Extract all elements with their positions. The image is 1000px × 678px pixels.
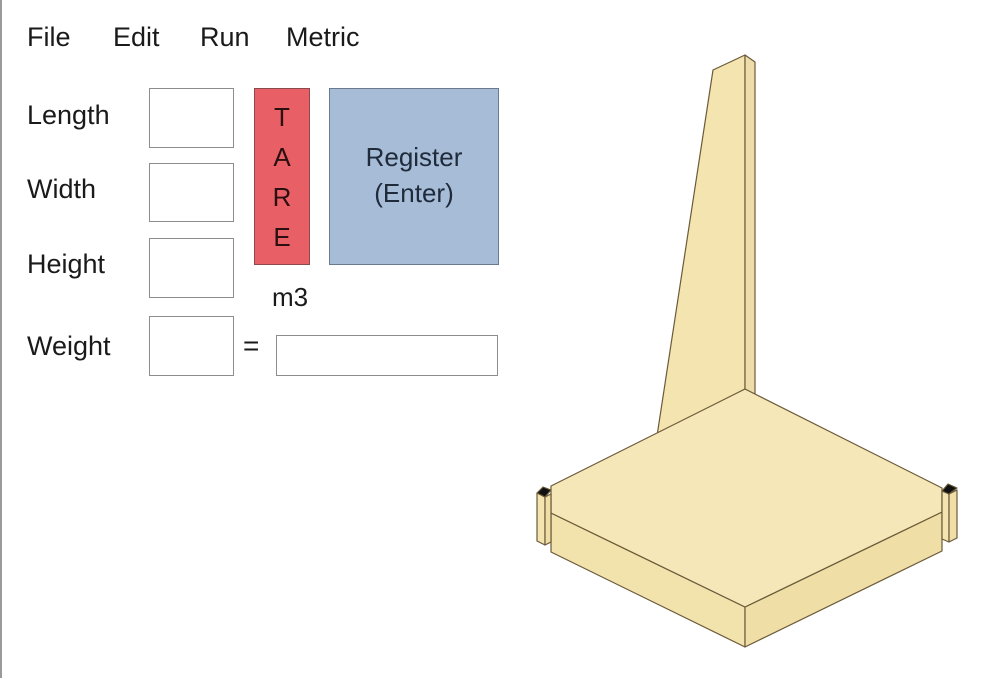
tare-letter: T [274,101,290,132]
equals-sign: = [243,330,260,361]
wall-edge [744,54,756,396]
register-label: Register [365,142,463,172]
wall-face [656,54,746,437]
register-button[interactable]: Register (Enter) [329,88,499,265]
register-shortcut-label: (Enter) [374,178,454,208]
result-output[interactable] [276,335,498,376]
volume-unit-label: m3 [272,282,309,312]
platform-top [550,388,943,608]
width-label: Width [27,174,97,204]
tare-letter: R [272,181,292,212]
height-input[interactable] [149,238,234,298]
length-input[interactable] [149,88,234,148]
menu-edit[interactable]: Edit [113,22,160,52]
left-post-side [544,493,552,546]
length-label: Length [27,100,110,130]
left-post-cap [536,486,552,498]
tare-button[interactable]: T A R E [254,88,310,265]
right-post-side [948,489,958,543]
height-label: Height [27,249,106,279]
tare-letter: A [273,141,291,172]
left-post-front [536,492,546,546]
window-left-border [0,0,2,678]
weight-label: Weight [27,331,111,361]
menu-file[interactable]: File [27,22,71,52]
menu-run[interactable]: Run [200,22,250,52]
tare-letter: E [273,221,291,252]
menu-metric[interactable]: Metric [286,22,360,52]
right-post-front [941,490,950,543]
weight-input[interactable] [149,316,234,376]
right-post-cap [941,483,958,495]
width-input[interactable] [149,163,234,222]
